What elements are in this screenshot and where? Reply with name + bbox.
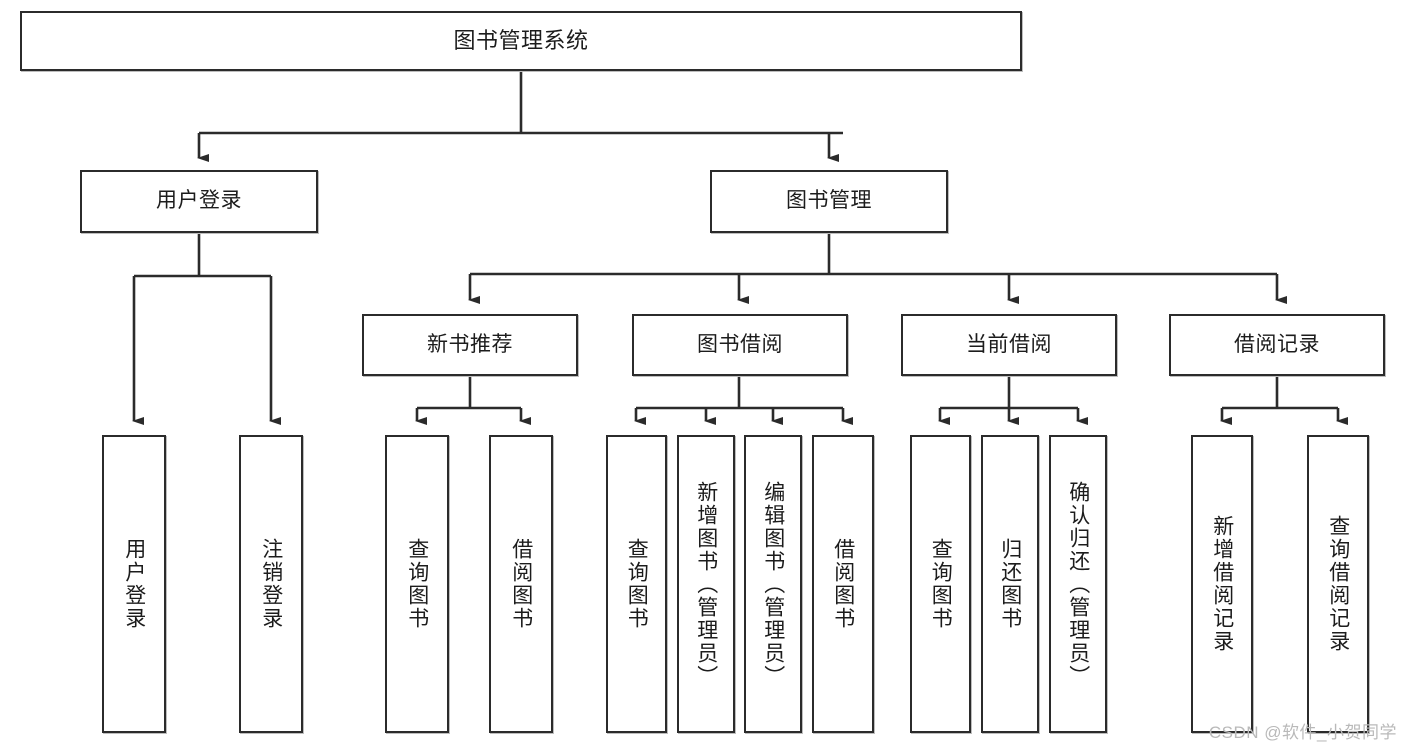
node-new-book-recommend[interactable]: 新书推荐 [362,314,578,376]
node-label: 归还图书 [998,538,1022,630]
node-leaf-logout[interactable]: 注销登录 [239,435,303,733]
node-leaf-edit-book-admin[interactable]: 编辑图书（管理员） [744,435,802,733]
node-label: 图书借阅 [697,332,783,356]
node-label: 查询借阅记录 [1326,515,1350,653]
node-label: 查询图书 [929,538,953,630]
node-label: 借阅图书 [831,538,855,630]
node-label: 注销登录 [259,538,283,630]
node-label: 编辑图书（管理员） [761,480,785,688]
node-label: 借阅图书 [509,538,533,630]
node-leaf-user-login[interactable]: 用户登录 [102,435,166,733]
node-label: 确认归还（管理员） [1066,480,1090,688]
node-label: 查询图书 [625,538,649,630]
node-leaf-borrow-book[interactable]: 借阅图书 [812,435,874,733]
node-leaf-query-book-borrow[interactable]: 查询图书 [606,435,667,733]
csdn-watermark: CSDN @软件_小贺同学 [1208,723,1397,742]
node-leaf-query-book-recommend[interactable]: 查询图书 [385,435,449,733]
node-label: 借阅记录 [1234,332,1320,356]
node-label: 查询图书 [405,538,429,630]
node-book-borrow[interactable]: 图书借阅 [632,314,848,376]
node-leaf-query-book-current[interactable]: 查询图书 [910,435,971,733]
node-borrow-records[interactable]: 借阅记录 [1169,314,1385,376]
node-leaf-add-borrow-record[interactable]: 新增借阅记录 [1191,435,1253,733]
node-leaf-return-book[interactable]: 归还图书 [981,435,1039,733]
node-user-login[interactable]: 用户登录 [80,170,318,233]
node-label: 图书管理 [786,189,872,213]
node-leaf-borrow-book-recommend[interactable]: 借阅图书 [489,435,553,733]
node-label: 图书管理系统 [453,28,589,54]
node-leaf-add-book-admin[interactable]: 新增图书（管理员） [677,435,735,733]
node-book-management[interactable]: 图书管理 [710,170,948,233]
node-current-borrow[interactable]: 当前借阅 [901,314,1117,376]
node-label: 新增借阅记录 [1210,515,1234,653]
node-root-system[interactable]: 图书管理系统 [20,11,1022,71]
node-label: 用户登录 [122,538,146,630]
node-label: 新书推荐 [427,332,513,356]
node-label: 新增图书（管理员） [694,480,718,688]
node-leaf-query-borrow-record[interactable]: 查询借阅记录 [1307,435,1369,733]
node-leaf-confirm-return-admin[interactable]: 确认归还（管理员） [1049,435,1107,733]
node-label: 当前借阅 [966,332,1052,356]
node-label: 用户登录 [156,189,242,213]
